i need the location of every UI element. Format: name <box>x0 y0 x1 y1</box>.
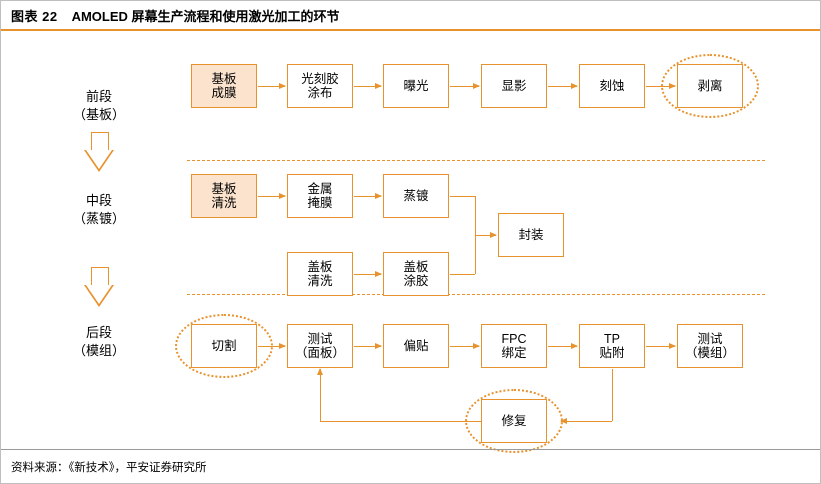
connector-repair-out-left <box>320 421 481 422</box>
node-line1: 封装 <box>518 227 544 242</box>
stage-transition-arrow-2 <box>84 267 114 307</box>
flow-arrow-repair-to-panel-test <box>316 368 323 421</box>
process-node-cover-clean[interactable]: 盖板清洗 <box>287 252 353 296</box>
figure-header: 图表 22 AMOLED 屏幕生产流程和使用激光加工的环节 <box>1 1 820 31</box>
node-line1: 盖板 <box>307 259 333 274</box>
arrow-head <box>84 285 114 307</box>
flow-arrow-n4-n5 <box>548 82 578 89</box>
node-line2: 清洗 <box>307 274 333 288</box>
flow-arrow-b4-b5 <box>548 342 578 349</box>
node-line2: 涂布 <box>307 86 333 100</box>
figure-number: 图表 22 <box>11 8 58 24</box>
process-node-photoresist-coating[interactable]: 光刻胶涂布 <box>287 64 353 108</box>
node-line1: FPC <box>501 331 527 346</box>
process-node-packaging-text-overlay: 封装 <box>498 213 564 257</box>
connector-repair-feed-down <box>612 369 613 421</box>
arrow-shaft <box>91 267 109 288</box>
node-line2: 清洗 <box>211 196 237 210</box>
stage-label-middle: 中段 （蒸镀） <box>59 192 139 227</box>
process-node-packaging[interactable] <box>498 213 564 257</box>
stage-front-line2: （基板） <box>72 106 125 122</box>
connector-m5-up <box>475 235 476 274</box>
process-node-exposure[interactable]: 曝光 <box>383 64 449 108</box>
arrow-shaft <box>91 132 109 153</box>
process-node-polarizer[interactable]: 偏贴 <box>383 324 449 368</box>
flow-arrow-n1-n2 <box>258 82 286 89</box>
node-line1: 刻蚀 <box>599 78 625 93</box>
node-line1: 盖板 <box>403 259 429 274</box>
process-node-develop[interactable]: 显影 <box>481 64 547 108</box>
node-line1: TP <box>604 331 620 346</box>
node-line1: 金属 <box>307 181 333 196</box>
stage-middle-line1: 中段 <box>85 193 112 208</box>
connector-m3-down <box>475 196 476 235</box>
section-divider-2 <box>187 294 765 295</box>
diagram-canvas: 前段 （基板） 中段 （蒸镀） 后段 （模组） 基板 <box>1 32 820 453</box>
node-line1: 测试 <box>697 331 723 346</box>
stage-front-line1: 前段 <box>85 89 112 104</box>
flow-arrow-into-packaging-top <box>475 231 497 238</box>
flow-arrow-m4-m5 <box>354 270 382 277</box>
process-node-evaporation[interactable]: 蒸镀 <box>383 174 449 218</box>
figure-footer: 资料来源：《新技术》，平安证券研究所 <box>1 449 820 483</box>
node-line1: 测试 <box>307 331 333 346</box>
node-line1: 显影 <box>501 78 527 93</box>
arrow-head <box>84 150 114 172</box>
source-text: 资料来源：《新技术》，平安证券研究所 <box>11 461 207 474</box>
node-line1: 基板 <box>211 71 237 86</box>
node-line2: （面板） <box>294 346 345 360</box>
node-line2: 成膜 <box>211 86 237 100</box>
flow-arrow-b5-b6 <box>646 342 676 349</box>
node-line2: 涂胶 <box>403 274 429 288</box>
flow-arrow-b3-b4 <box>450 342 480 349</box>
flow-arrow-m2-m3 <box>354 192 382 199</box>
node-line1: 偏贴 <box>403 338 429 353</box>
node-line2: 贴附 <box>599 346 625 360</box>
flow-arrow-b2-b3 <box>354 342 382 349</box>
connector-m3-right <box>450 196 475 197</box>
node-line2: 掩膜 <box>307 196 333 210</box>
process-node-module-test[interactable]: 测试（模组） <box>677 324 743 368</box>
stage-label-front: 前段 （基板） <box>59 88 139 123</box>
node-line1: 曝光 <box>403 78 429 93</box>
process-node-etch[interactable]: 刻蚀 <box>579 64 645 108</box>
flow-arrow-n2-n3 <box>354 82 382 89</box>
stage-label-back: 后段 （模组） <box>59 324 139 359</box>
process-node-substrate-clean[interactable]: 基板清洗 <box>191 174 257 218</box>
stage-back-line2: （模组） <box>72 342 125 358</box>
process-node-substrate-film[interactable]: 基板成膜 <box>191 64 257 108</box>
flow-arrow-into-repair-right <box>560 417 612 424</box>
flow-arrow-n3-n4 <box>450 82 480 89</box>
connector-m5-right <box>450 274 475 275</box>
node-line1: 光刻胶 <box>301 71 339 86</box>
process-node-cover-glue[interactable]: 盖板涂胶 <box>383 252 449 296</box>
node-line2: （模组） <box>684 346 735 360</box>
flow-arrow-m1-m2 <box>258 192 286 199</box>
node-line2: 绑定 <box>501 346 527 360</box>
stage-back-line1: 后段 <box>85 325 112 340</box>
node-line1: 蒸镀 <box>403 188 429 203</box>
process-node-metal-mask[interactable]: 金属掩膜 <box>287 174 353 218</box>
stage-transition-arrow-1 <box>84 132 114 172</box>
flow-arrow-b1-b2 <box>258 342 286 349</box>
process-node-panel-test[interactable]: 测试（面板） <box>287 324 353 368</box>
stage-middle-line2: （蒸镀） <box>72 210 125 226</box>
node-line1: 基板 <box>211 181 237 196</box>
section-divider-1 <box>187 160 765 161</box>
figure-title: AMOLED 屏幕生产流程和使用激光加工的环节 <box>71 8 340 24</box>
flow-arrow-n5-n6 <box>646 82 676 89</box>
